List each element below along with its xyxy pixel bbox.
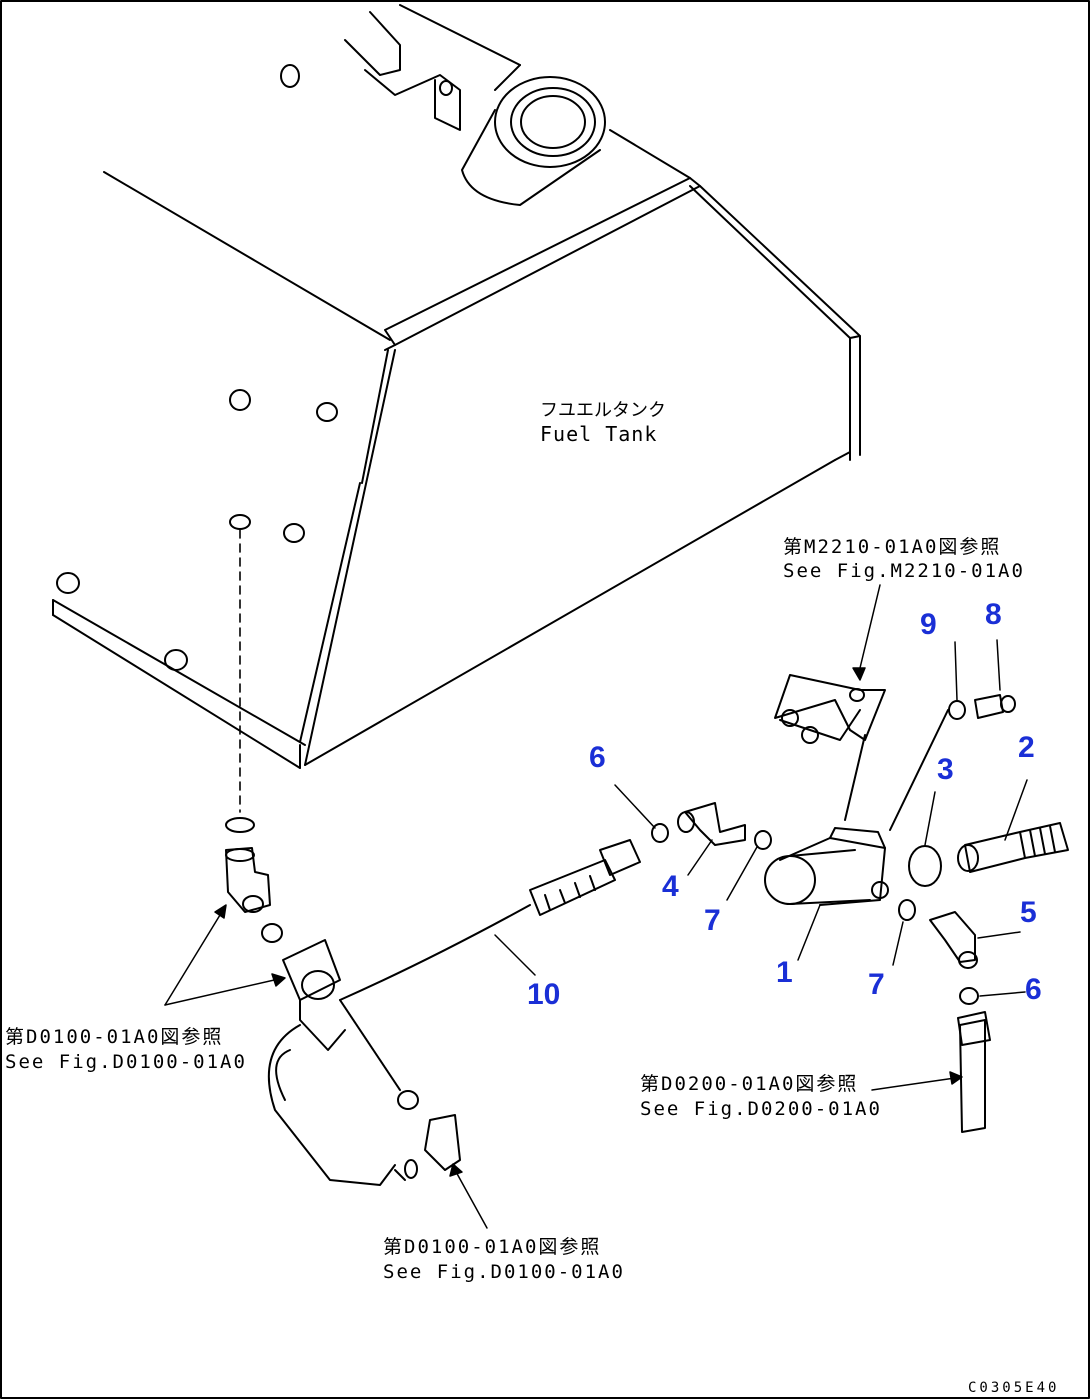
callout-9: 9 <box>920 608 937 641</box>
tank-label-en: Fuel Tank <box>540 422 658 446</box>
ref-m2210-jp: 第M2210-01A0図参照 <box>783 536 1002 558</box>
tank-label-jp: フユエルタンク <box>540 400 666 421</box>
callout-4: 4 <box>662 870 679 903</box>
callout-3: 3 <box>937 753 954 786</box>
callout-6-lower: 6 <box>1025 973 1042 1006</box>
ref-d0100-b-jp: 第D0100-01A0図参照 <box>383 1236 602 1258</box>
ref-d0100-a-en: See Fig.D0100-01A0 <box>5 1051 247 1073</box>
hose-assembly <box>339 839 641 1001</box>
ref-d0100-b-en: See Fig.D0100-01A0 <box>383 1261 625 1283</box>
figure-code: C0305E40 <box>968 1380 1060 1396</box>
callout-7-upper: 7 <box>704 904 721 937</box>
fuel-tank-outline <box>52 4 861 769</box>
ref-d0200-en: See Fig.D0200-01A0 <box>640 1098 882 1120</box>
ref-d0200-jp: 第D0200-01A0図参照 <box>640 1073 859 1095</box>
ref-d0100-a-jp: 第D0100-01A0図参照 <box>5 1026 224 1048</box>
leader-lines <box>164 584 1028 1229</box>
callout-5: 5 <box>1020 896 1037 929</box>
callout-6-upper: 6 <box>589 741 606 774</box>
callout-8: 8 <box>985 598 1002 631</box>
callout-10: 10 <box>527 978 561 1011</box>
ref-m2210-en: See Fig.M2210-01A0 <box>783 560 1025 582</box>
valve-group <box>651 674 1069 1133</box>
callout-7-lower: 7 <box>868 968 885 1001</box>
callout-1: 1 <box>776 956 793 989</box>
left-fittings <box>225 817 461 1186</box>
callout-2: 2 <box>1018 731 1035 764</box>
